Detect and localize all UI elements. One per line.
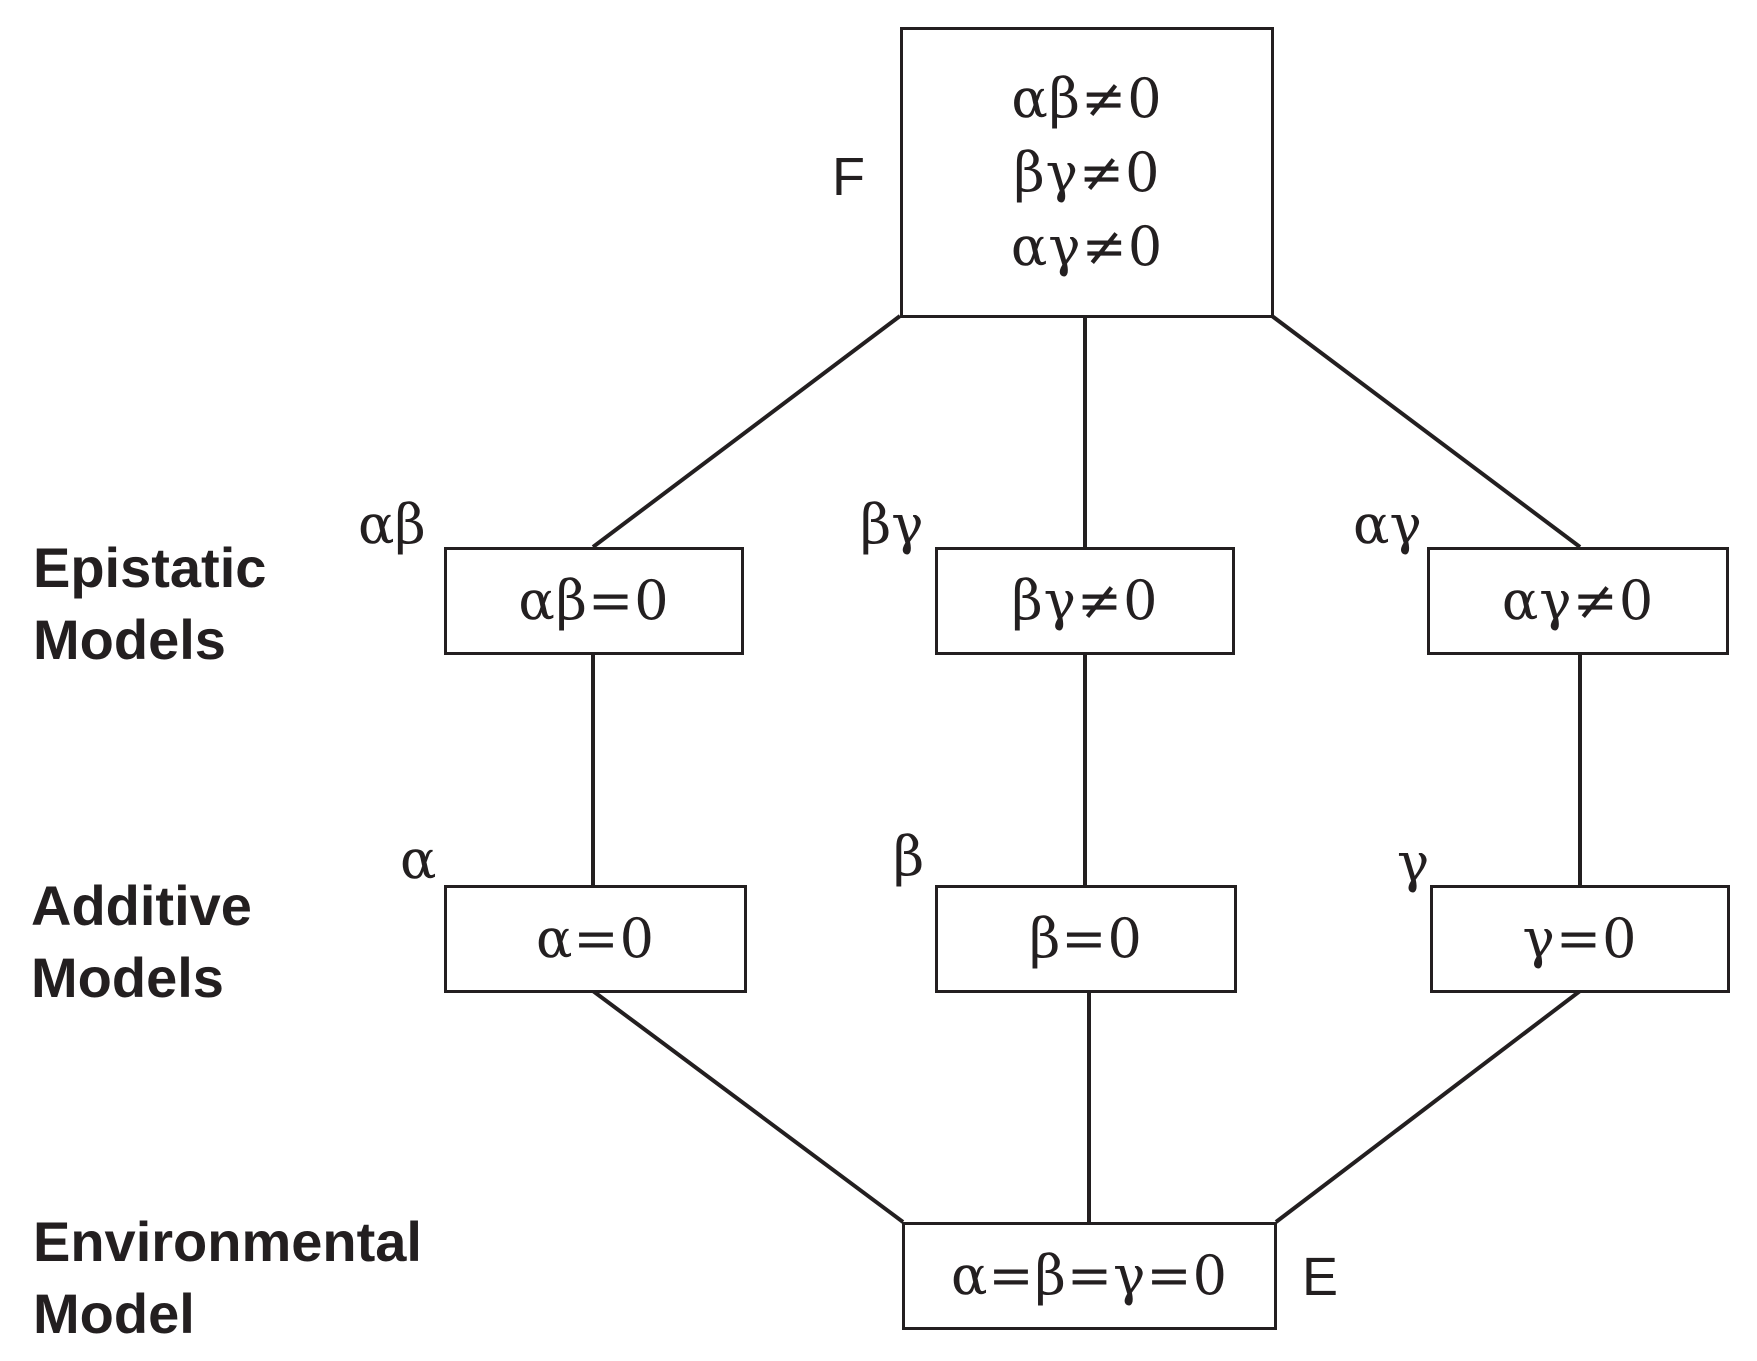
epistatic-ab-equation: αβ=0 bbox=[518, 569, 670, 632]
epistatic-bg-label: βγ bbox=[860, 493, 924, 556]
environmental-label: E bbox=[1302, 1247, 1339, 1307]
additive-g-equation: γ=0 bbox=[1522, 907, 1638, 970]
additive-a-equation: α=0 bbox=[535, 907, 656, 970]
edge-g-to-env bbox=[1274, 989, 1582, 1224]
full-model-line-ag: αγ≠0 bbox=[1010, 214, 1164, 278]
epistatic-group-label-line1: Epistatic bbox=[33, 536, 267, 599]
environmental-group-label: Environmental Model bbox=[33, 1206, 422, 1350]
additive-g-label: γ bbox=[1397, 831, 1430, 894]
epistatic-bg-equation: βγ≠0 bbox=[1011, 569, 1159, 632]
edge-full-to-ab bbox=[591, 314, 902, 549]
epistatic-bg-box: βγ≠0 bbox=[935, 547, 1235, 655]
epistatic-ab-box: αβ=0 bbox=[444, 547, 744, 655]
additive-g-box: γ=0 bbox=[1430, 885, 1730, 993]
epistatic-ag-label: αγ bbox=[1353, 493, 1422, 556]
edge-full-to-ag bbox=[1270, 314, 1582, 549]
full-model-box: αβ≠0 βγ≠0 αγ≠0 bbox=[900, 27, 1274, 318]
additive-b-box: β=0 bbox=[935, 885, 1237, 993]
additive-a-label: α bbox=[400, 828, 437, 891]
epistatic-group-label-line2: Models bbox=[33, 608, 226, 671]
epistatic-ab-label: αβ bbox=[358, 493, 426, 556]
additive-group-label-line2: Models bbox=[31, 946, 224, 1009]
additive-b-equation: β=0 bbox=[1029, 907, 1143, 970]
full-model-line-bg: βγ≠0 bbox=[1013, 140, 1161, 204]
full-model-label: F bbox=[832, 147, 865, 207]
environmental-equation: α=β=γ=0 bbox=[950, 1244, 1229, 1307]
additive-b-label: β bbox=[893, 825, 925, 888]
full-model-line-ab: αβ≠0 bbox=[1011, 66, 1163, 130]
environmental-group-label-line1: Environmental bbox=[33, 1210, 422, 1273]
additive-group-label: Additive Models bbox=[31, 870, 252, 1014]
environmental-group-label-line2: Model bbox=[33, 1282, 195, 1345]
edge-a-to-env bbox=[591, 989, 905, 1224]
epistatic-group-label: Epistatic Models bbox=[33, 532, 266, 676]
additive-group-label-line1: Additive bbox=[31, 874, 252, 937]
environmental-box: α=β=γ=0 bbox=[902, 1222, 1277, 1330]
epistatic-ag-box: αγ≠0 bbox=[1427, 547, 1729, 655]
additive-a-box: α=0 bbox=[444, 885, 747, 993]
epistatic-ag-equation: αγ≠0 bbox=[1501, 569, 1655, 632]
